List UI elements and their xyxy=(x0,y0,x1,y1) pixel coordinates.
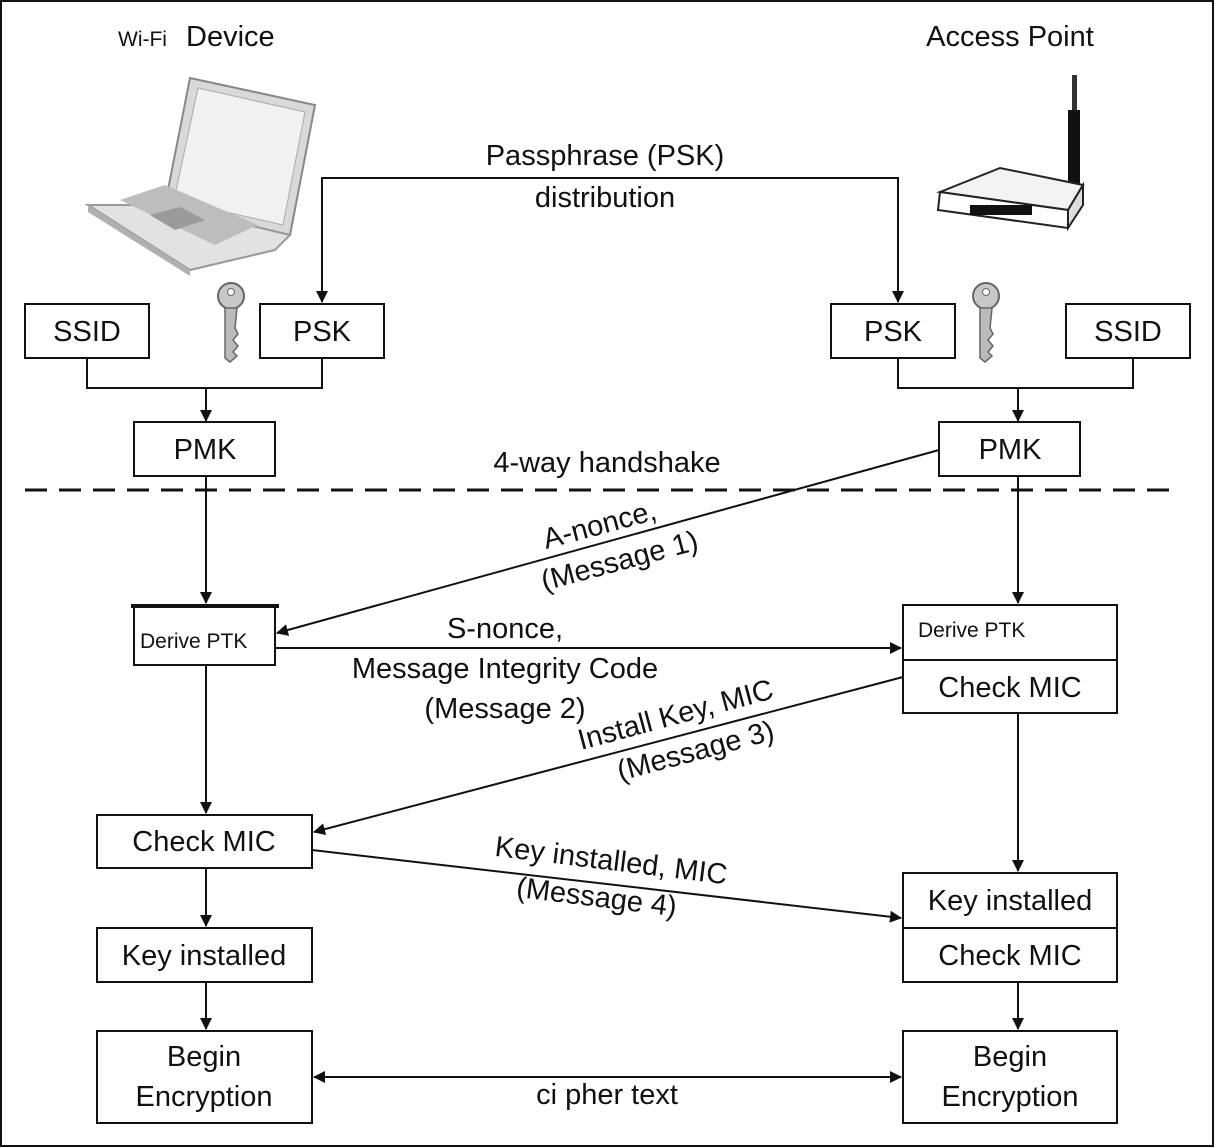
right-key-installed-label: Key installed xyxy=(928,885,1092,917)
key-icon xyxy=(217,282,245,363)
device-title: Device xyxy=(186,21,275,53)
distribution-line2: distribution xyxy=(535,182,675,214)
left-derive-ptk-label: Derive PTK xyxy=(140,630,247,653)
left-begin-line2: Encryption xyxy=(135,1081,272,1113)
right-begin-line1: Begin xyxy=(973,1041,1047,1073)
handshake-label: 4-way handshake xyxy=(493,447,720,479)
right-begin-line2: Encryption xyxy=(941,1081,1078,1113)
left-pmk-box xyxy=(133,421,276,477)
message-2-line2: Message Integrity Code xyxy=(352,653,658,685)
left-derive-ptk-box xyxy=(133,605,276,666)
left-ssid-box xyxy=(24,303,150,359)
right-check-mic-2-label: Check MIC xyxy=(938,940,1081,972)
right-psk-box xyxy=(830,303,956,359)
left-key-installed-label: Key installed xyxy=(122,940,286,972)
message-1-arrow xyxy=(276,449,940,636)
left-begin-line1: Begin xyxy=(167,1041,241,1073)
left-check-mic-label: Check MIC xyxy=(132,826,275,858)
key-icon xyxy=(972,282,1000,363)
message-3-arrow xyxy=(313,676,904,836)
right-pmk-box xyxy=(938,421,1081,477)
left-key-installed-box xyxy=(96,927,313,983)
distribution-line1: Passphrase (PSK) xyxy=(486,140,725,172)
left-psk-box xyxy=(259,303,385,359)
right-check-mic-label: Check MIC xyxy=(938,672,1081,704)
left-ssid-label: SSID xyxy=(53,316,121,348)
message-2-line3: (Message 2) xyxy=(424,693,585,725)
device-prefix: Wi-Fi xyxy=(118,28,167,51)
ap-title: Access Point xyxy=(926,21,1094,53)
right-psk-label: PSK xyxy=(864,316,923,348)
cipher-text-label: ci pher text xyxy=(536,1079,678,1111)
laptop-icon xyxy=(84,76,317,276)
message-4-arrow xyxy=(311,849,902,923)
right-ssid-label: SSID xyxy=(1094,316,1162,348)
left-connector xyxy=(86,358,323,389)
right-begin-encryption-box xyxy=(902,1030,1118,1124)
router-icon xyxy=(936,75,1085,232)
left-psk-label: PSK xyxy=(293,316,352,348)
psk-distribution-arrow xyxy=(316,177,904,303)
right-connector xyxy=(897,358,1134,389)
message-2-line1: S-nonce, xyxy=(447,613,563,645)
right-derive-ptk-label: Derive PTK xyxy=(918,619,1025,642)
right-ssid-box xyxy=(1065,303,1191,359)
left-pmk-label: PMK xyxy=(174,434,238,466)
right-pmk-label: PMK xyxy=(979,434,1043,466)
left-check-mic-box xyxy=(96,814,313,869)
left-begin-encryption-box xyxy=(96,1030,313,1124)
